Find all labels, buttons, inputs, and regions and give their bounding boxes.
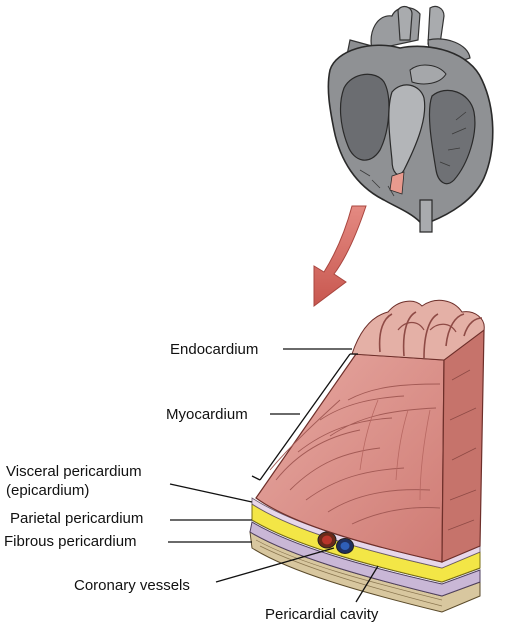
coronary-vessels-icon: [317, 531, 354, 554]
label-coronary-vessels: Coronary vessels: [74, 577, 190, 594]
label-visceral-pericardium: Visceral pericardium (epicardium): [6, 462, 142, 500]
label-parietal-pericardium: Parietal pericardium: [10, 510, 144, 527]
heart-wall-wedge-icon: [249, 299, 485, 613]
leader-visceral: [169, 483, 253, 503]
leader-lines: [168, 348, 379, 603]
heart-cross-section-icon: [327, 5, 494, 233]
label-fibrous-pericardium: Fibrous pericardium: [4, 533, 137, 550]
label-pericardial-cavity: Pericardial cavity: [265, 606, 379, 623]
label-myocardium: Myocardium: [166, 406, 248, 423]
curved-arrow-icon: [313, 205, 367, 307]
leader-coronary: [215, 547, 335, 583]
leader-cavity: [355, 565, 379, 603]
label-endocardium: Endocardium: [170, 341, 259, 358]
label-visceral-line2: (epicardium): [6, 482, 90, 499]
label-visceral-line1: Visceral pericardium: [6, 463, 142, 480]
myocardium-bracket: [259, 353, 351, 481]
